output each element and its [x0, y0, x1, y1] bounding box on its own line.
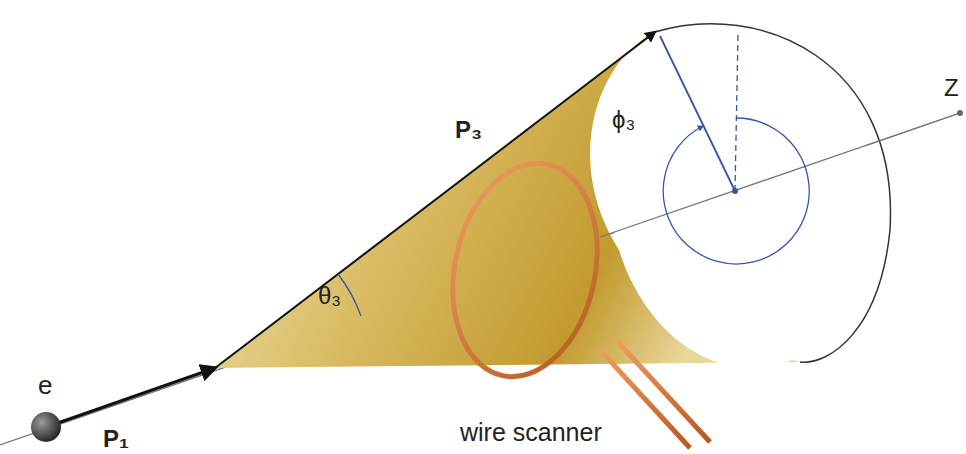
theta-arc: [338, 274, 361, 316]
radius-line: [660, 36, 735, 191]
phi-arc: [663, 118, 809, 264]
particle-label: e: [38, 372, 52, 398]
vector-label: P₃: [455, 118, 482, 142]
angle-label: θ₃: [318, 284, 341, 308]
vector-label: P₁: [103, 427, 129, 451]
wire-handle: [616, 340, 710, 442]
z-axis-front: [600, 113, 960, 237]
axis-end: [957, 110, 963, 116]
momentum-vector: [55, 368, 215, 424]
electron: [31, 412, 61, 442]
reference-line: [735, 34, 738, 191]
cone-base: [587, 8, 896, 385]
wire-handle: [600, 350, 690, 448]
base-center: [732, 188, 738, 194]
axis-label: Z: [944, 76, 959, 100]
part-label: wire scanner: [460, 420, 602, 445]
angle-label: ϕ₃: [612, 108, 635, 132]
cone-rim: [655, 24, 891, 362]
wire-loop: [434, 150, 616, 390]
